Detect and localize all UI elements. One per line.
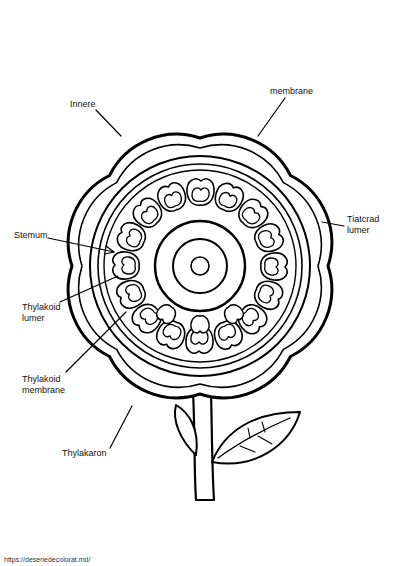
part-label: Stemum <box>14 230 54 241</box>
part-label: Tiatcrad lumer <box>347 214 393 236</box>
part-label: Thylakoid lumer <box>22 302 74 324</box>
part-label: Thylakaron <box>62 448 132 459</box>
watermark: https://desenedecolorat.md/ <box>4 554 164 565</box>
part-label: Innere <box>70 99 130 110</box>
part-label: membrane <box>270 86 340 97</box>
part-label: Thylakoid membrane <box>22 374 82 396</box>
